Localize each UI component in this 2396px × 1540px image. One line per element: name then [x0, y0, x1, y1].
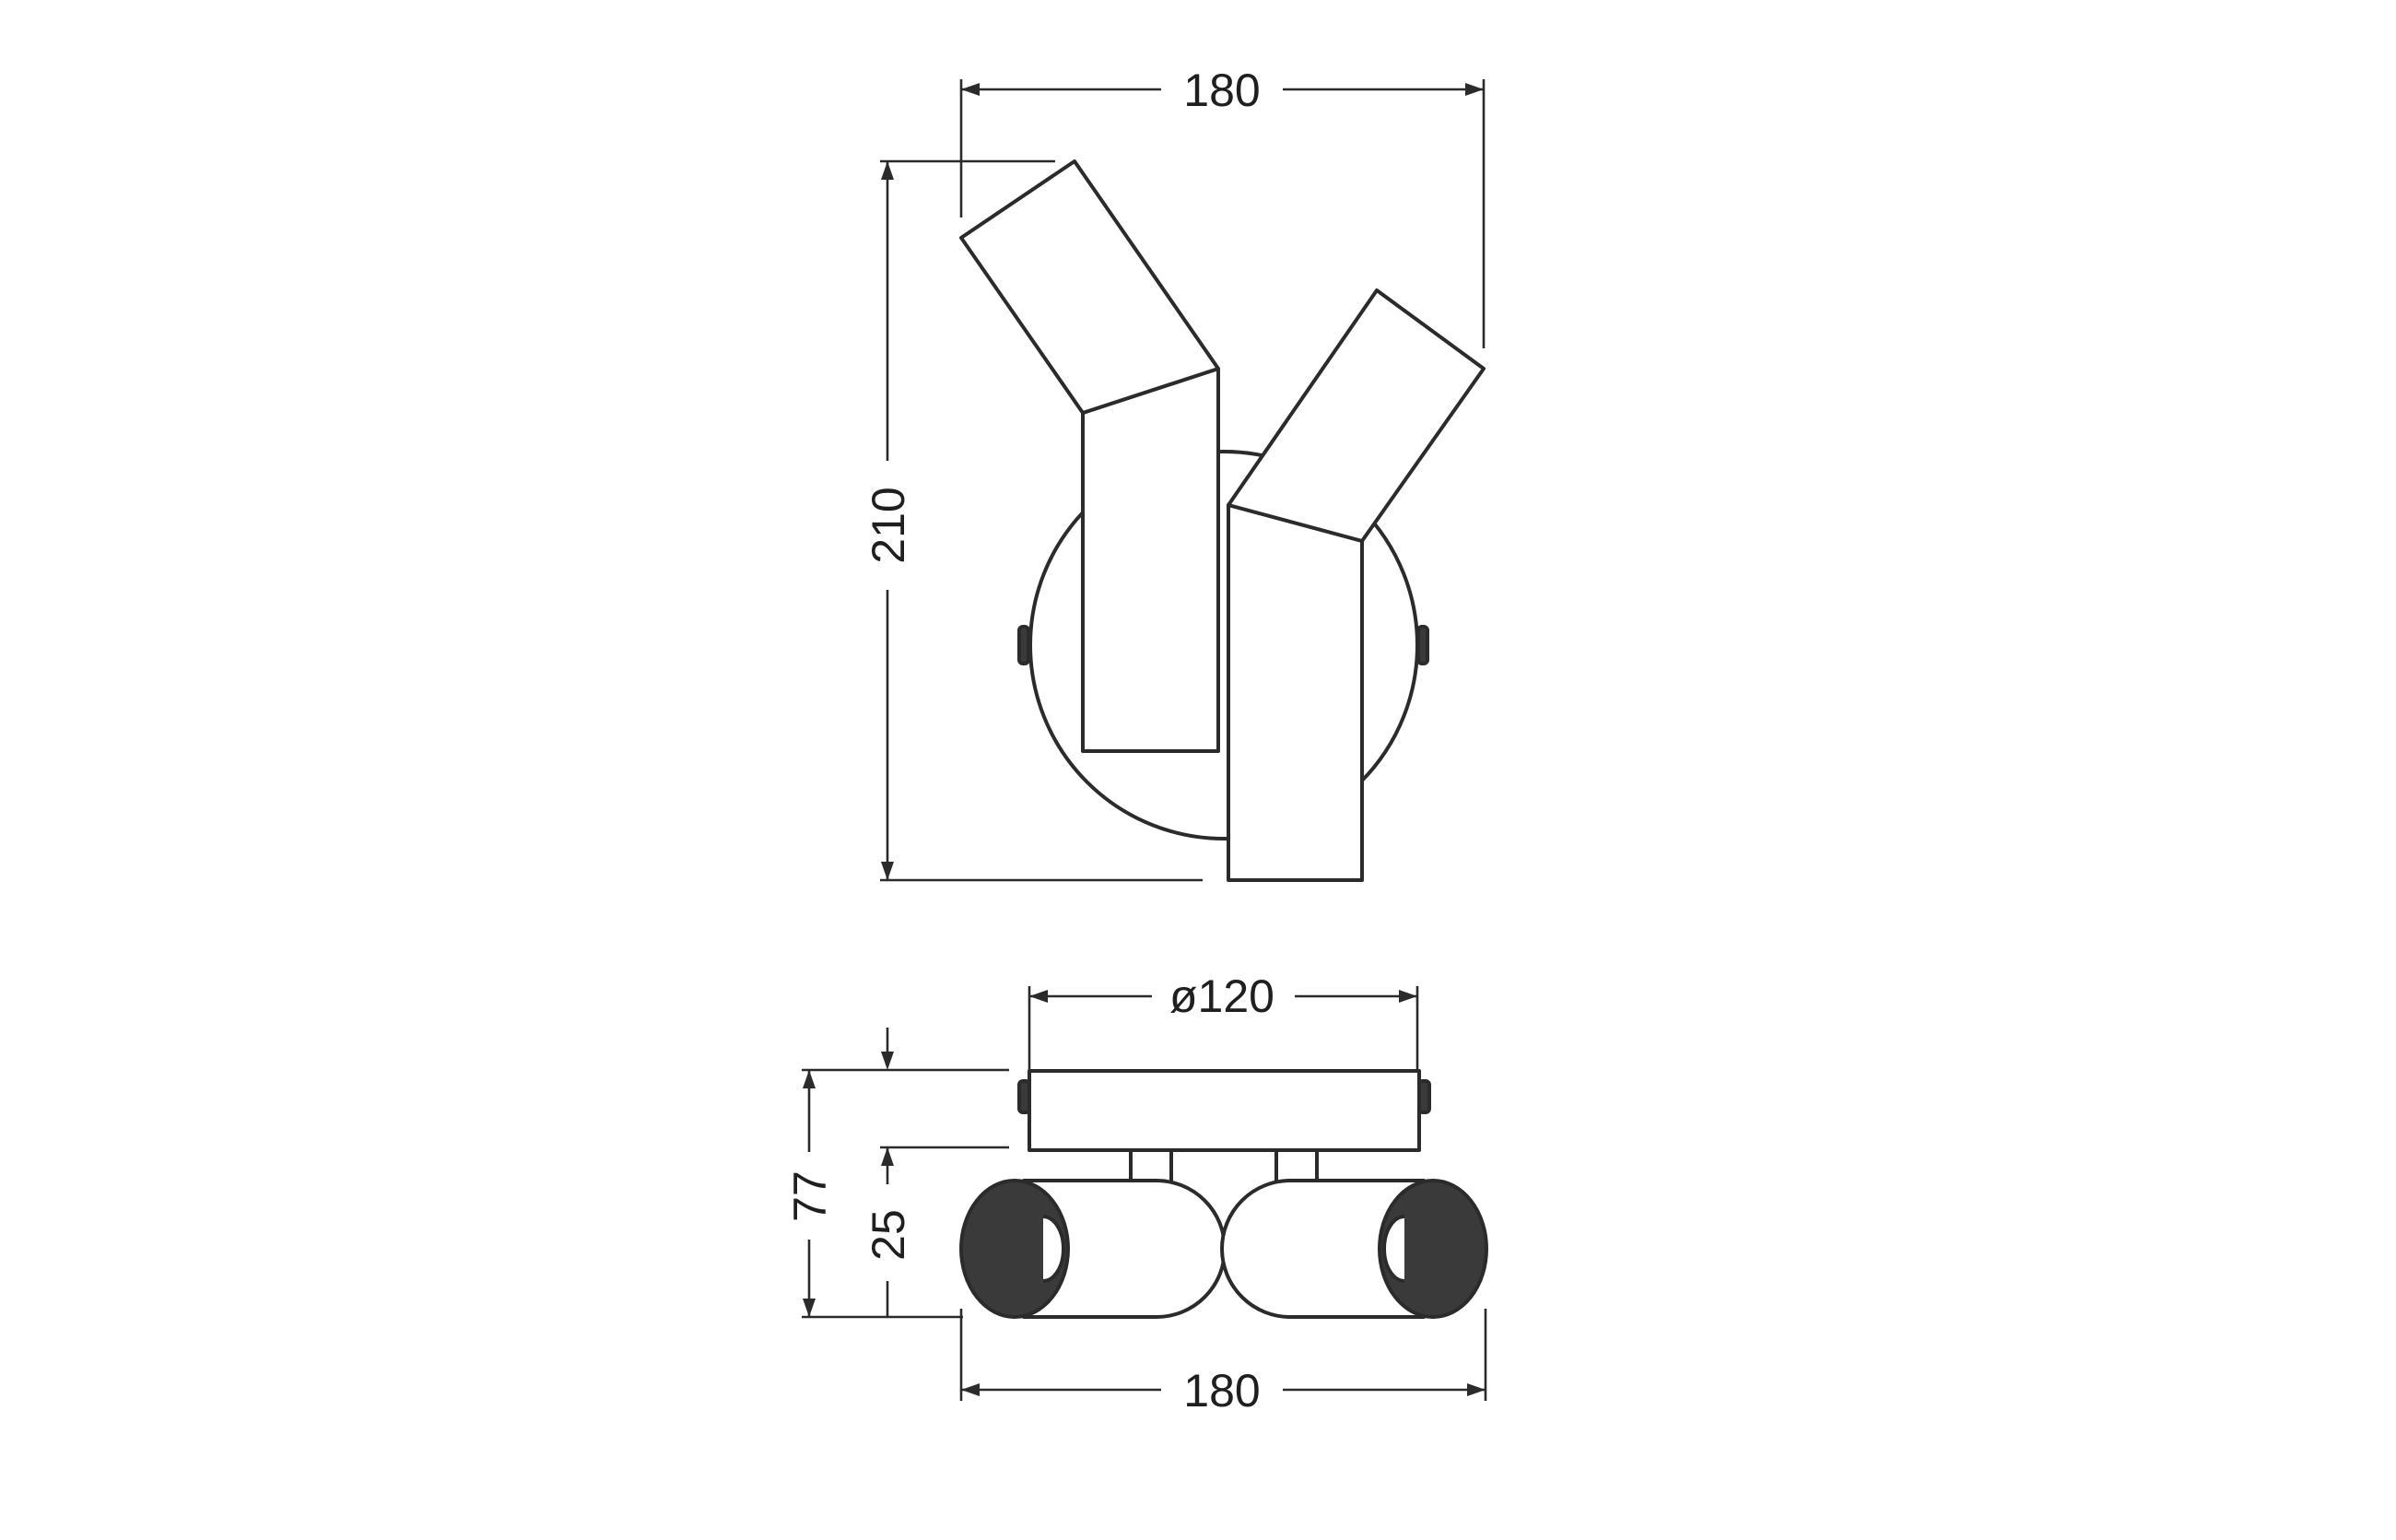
- arrowhead: [961, 83, 980, 96]
- arrowhead: [881, 1052, 894, 1070]
- right-spot-head: [1227, 288, 1486, 543]
- front-width-label: 180: [1183, 65, 1260, 116]
- arrowhead: [881, 161, 894, 180]
- left-spot-lens-rim: [1042, 1215, 1065, 1283]
- left-arm-stem: [1081, 367, 1220, 753]
- diameter-label: ø120: [1169, 970, 1274, 1022]
- left-connector: [1129, 1148, 1173, 1184]
- right-connector: [1274, 1148, 1319, 1184]
- offset-label: 25: [863, 1209, 914, 1261]
- arrowhead: [881, 1147, 894, 1166]
- arrowhead: [803, 1299, 816, 1317]
- arrowhead: [1029, 990, 1048, 1003]
- arrowhead: [1467, 1383, 1486, 1396]
- left-knob: [1017, 1079, 1031, 1114]
- right-arm-stem: [1227, 503, 1364, 882]
- arrowhead: [803, 1070, 816, 1088]
- left-knob: [1017, 625, 1030, 665]
- left-spot-head: [959, 159, 1220, 415]
- arrowhead: [1465, 83, 1484, 96]
- right-spot-body: [1220, 1179, 1426, 1319]
- arrowhead: [881, 862, 894, 880]
- top-width-label: 180: [1183, 1365, 1260, 1417]
- arrowhead: [961, 1383, 980, 1396]
- front-view: 180 210: [863, 65, 1486, 882]
- right-spot-lens: [1378, 1179, 1488, 1319]
- arrowhead: [1399, 990, 1417, 1003]
- top-view: ø120 77 25 180: [784, 970, 1488, 1417]
- right-knob: [1416, 625, 1429, 665]
- left-spot-lens: [959, 1179, 1070, 1319]
- right-knob: [1417, 1079, 1431, 1114]
- mounting-plate: [1028, 1069, 1421, 1152]
- front-height-label: 210: [863, 487, 914, 563]
- depth-label: 77: [784, 1170, 836, 1222]
- right-spot-lens-rim: [1382, 1215, 1405, 1283]
